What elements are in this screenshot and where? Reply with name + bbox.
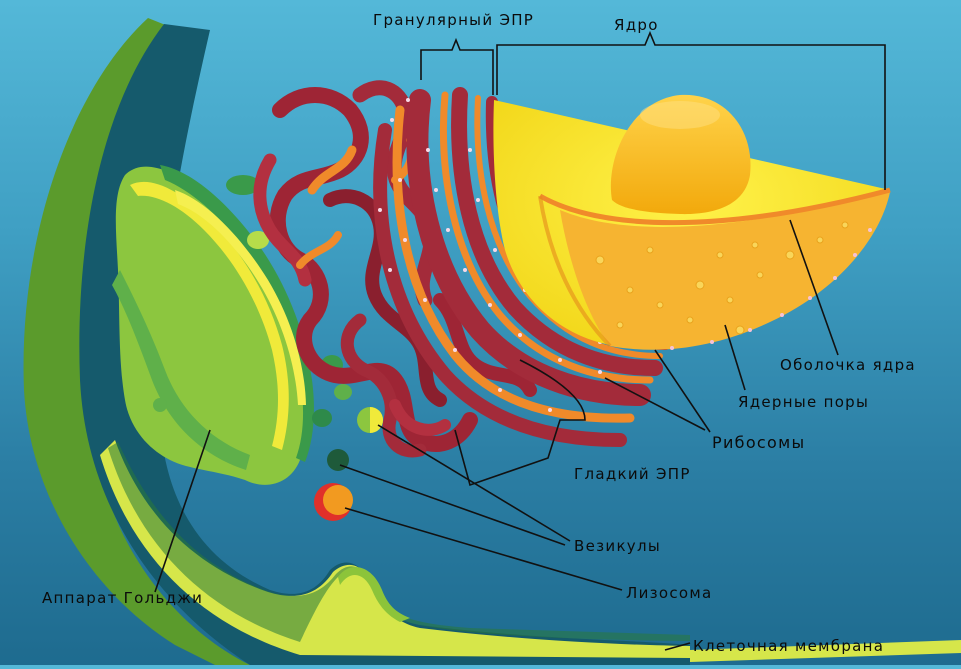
label-nucleus: Ядро <box>614 16 659 34</box>
vesicles <box>327 407 383 471</box>
label-cell-membrane: Клеточная мембрана <box>693 637 884 655</box>
label-lysosome: Лизосома <box>626 584 713 602</box>
label-golgi: Аппарат Гольджи <box>42 589 203 607</box>
label-granular-er: Гранулярный ЭПР <box>373 11 534 29</box>
label-nuclear-envelope: Оболочка ядра <box>780 356 916 374</box>
lysosome <box>314 483 353 521</box>
label-vesicles: Везикулы <box>574 537 661 555</box>
label-smooth-er: Гладкий ЭПР <box>574 465 691 483</box>
label-nuclear-pores: Ядерные поры <box>738 393 869 411</box>
nucleus <box>493 95 890 350</box>
label-ribosomes: Рибосомы <box>712 434 805 452</box>
